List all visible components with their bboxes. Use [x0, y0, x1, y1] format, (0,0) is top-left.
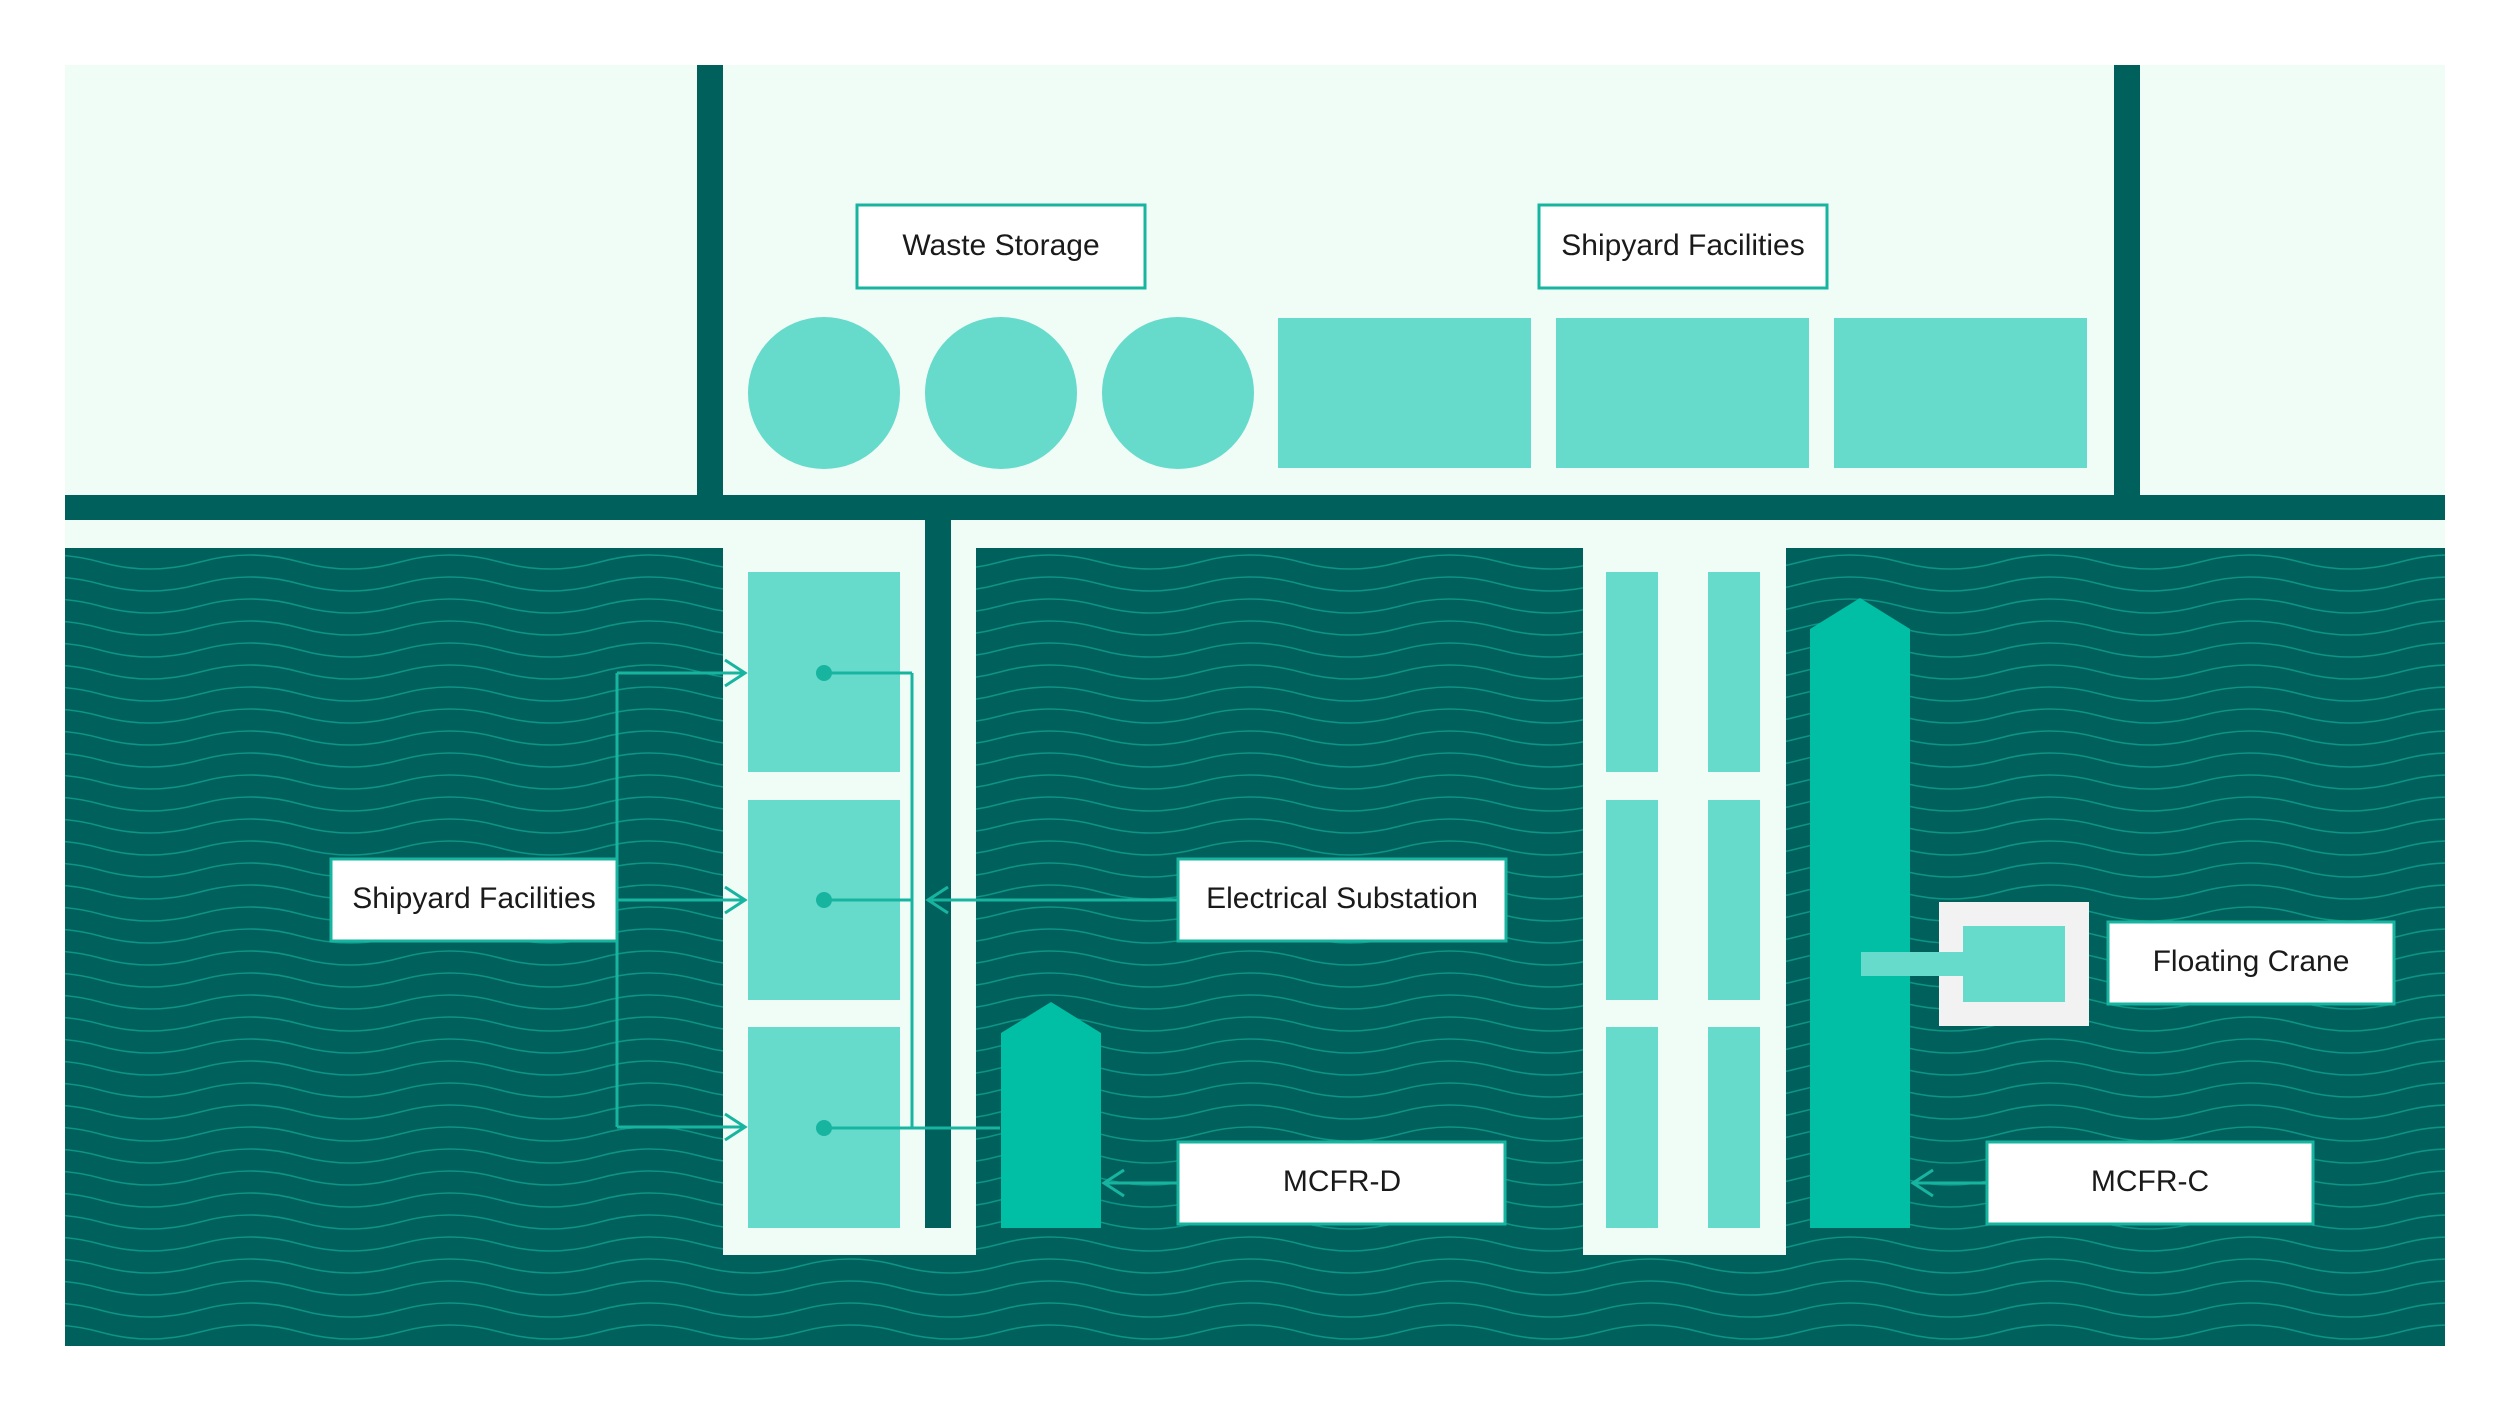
- shipyard-building: [1834, 318, 2087, 468]
- wave-line: [65, 1038, 2445, 1054]
- pier-strip: [1708, 800, 1760, 1000]
- wave-line: [65, 1016, 2445, 1032]
- wave-line: [65, 1324, 2445, 1340]
- wave-line: [65, 576, 2445, 592]
- wave-line: [65, 598, 2445, 614]
- wave-line: [65, 620, 2445, 636]
- label-mcfr-d-text: MCFR-D: [1283, 1165, 1401, 1198]
- wave-line: [65, 1258, 2445, 1274]
- wave-line: [65, 664, 2445, 680]
- waste-storage-tank: [1102, 317, 1254, 469]
- wave-line: [65, 1060, 2445, 1076]
- label-electrical-substation-text: Electrical Substation: [1206, 882, 1478, 915]
- waste-storage-tank: [748, 317, 900, 469]
- label-floating-crane: Floating Crane: [2106, 920, 2396, 1006]
- wave-line: [65, 1082, 2445, 1098]
- floating-crane-arm: [1861, 952, 1965, 976]
- wave-line: [65, 1126, 2445, 1142]
- label-shipyard-facilities-left: Shipyard Facilities: [329, 857, 619, 943]
- shipyard-building: [1556, 318, 1809, 468]
- callout-lines: [615, 658, 1987, 1198]
- wave-line: [65, 642, 2445, 658]
- shipyard-building: [1278, 318, 1531, 468]
- wave-line: [65, 818, 2445, 834]
- pier-strip: [1708, 1027, 1760, 1228]
- label-mcfr-c-text: MCFR-C: [2091, 1165, 2209, 1198]
- mcfr-d-vessel: [1001, 1002, 1101, 1228]
- callout-dots: [816, 665, 832, 1136]
- label-waste-storage-text: Waste Storage: [902, 229, 1099, 262]
- wave-line: [65, 994, 2445, 1010]
- waste-storage-tank: [925, 317, 1077, 469]
- wave-line: [65, 1236, 2445, 1252]
- boundary-wall-right: [2114, 65, 2140, 495]
- wave-line: [65, 730, 2445, 746]
- quay-edge: [65, 520, 2445, 548]
- label-shipyard-facilities-left-text: Shipyard Facilities: [352, 882, 595, 915]
- label-floating-crane-text: Floating Crane: [2153, 945, 2350, 978]
- label-electrical-substation: Electrical Substation: [1176, 857, 1508, 943]
- label-mcfr-d: MCFR-D: [1176, 1140, 1507, 1226]
- wave-line: [65, 1280, 2445, 1296]
- wave-line: [65, 1104, 2445, 1120]
- land-area: [65, 65, 2445, 495]
- pier-strip: [1606, 572, 1658, 772]
- wave-line: [65, 554, 2445, 570]
- pier-strip: [1606, 800, 1658, 1000]
- quay-wall: [65, 495, 2445, 520]
- wave-line: [65, 1302, 2445, 1318]
- label-shipyard-facilities-top-text: Shipyard Facilities: [1561, 229, 1804, 262]
- floating-crane-body: [1963, 926, 2065, 1002]
- label-waste-storage: Waste Storage: [855, 203, 1147, 290]
- wave-line: [65, 796, 2445, 812]
- wave-line: [65, 840, 2445, 856]
- pier-strip: [1708, 572, 1760, 772]
- wave-line: [65, 708, 2445, 724]
- boundary-wall-left: [697, 65, 723, 495]
- mcfr-c-vessel: [1810, 598, 1910, 1228]
- label-shipyard-facilities-top: Shipyard Facilities: [1537, 203, 1829, 290]
- label-mcfr-c: MCFR-C: [1985, 1140, 2315, 1226]
- pier-strip: [1606, 1027, 1658, 1228]
- wave-line: [65, 752, 2445, 768]
- wave-line: [65, 774, 2445, 790]
- pier-divider: [925, 520, 951, 1228]
- wave-line: [65, 686, 2445, 702]
- wave-line: [0, 1347, 2500, 1361]
